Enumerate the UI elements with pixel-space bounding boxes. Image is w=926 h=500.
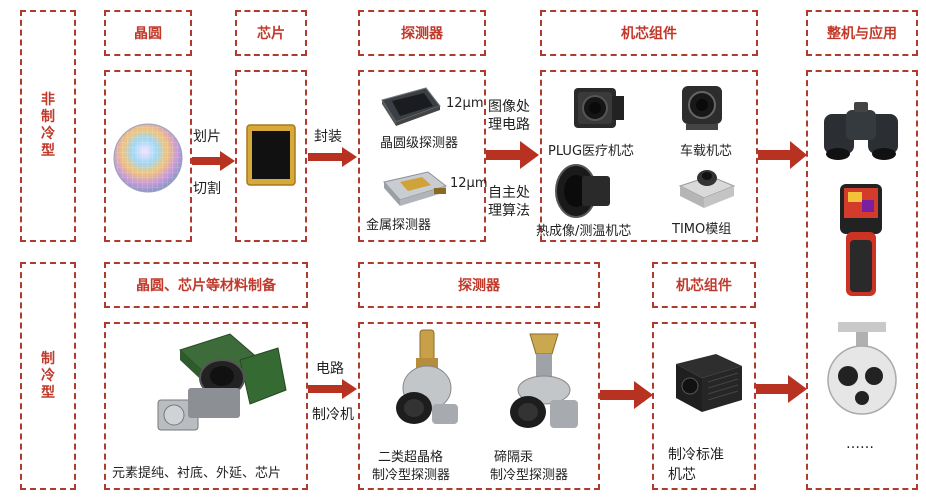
- arrow-core-to-machine-cooled: [756, 374, 808, 404]
- apps-more: ……: [846, 436, 874, 452]
- dicing-label-bottom: 切割: [193, 181, 221, 197]
- row-label-cooled: 制冷型: [20, 262, 76, 490]
- image-proc-label-2: 理电路: [488, 117, 530, 133]
- header-core-components: 机芯组件: [540, 10, 758, 56]
- cooled-core-line1: 制冷标准: [668, 447, 724, 463]
- arrow-detector-to-core: [486, 140, 540, 170]
- core-components-box: [540, 70, 758, 242]
- thermal-core-icon: [552, 162, 616, 220]
- timo-module-icon: [676, 162, 738, 212]
- detector-wafer-level-icon: [378, 84, 444, 128]
- chip-box: [235, 70, 307, 242]
- mct-detector-icon: [506, 330, 582, 436]
- vehicle-core-icon: [676, 80, 732, 134]
- packaging-label: 封装: [314, 129, 342, 145]
- cooled-core-box: [652, 322, 756, 490]
- detector-name-2: 金属探测器: [366, 218, 432, 233]
- cooler-assembly-icon: [150, 330, 290, 442]
- wafer-icon: [112, 122, 184, 194]
- image-proc-label-1: 图像处: [488, 99, 530, 115]
- arrow-wafer-to-chip: [192, 150, 236, 172]
- header-wafer: 晶圆: [104, 10, 192, 56]
- cooled-materials-box: [104, 322, 308, 490]
- algo-label-1: 自主处: [488, 185, 530, 201]
- cooled-core-line2: 机芯: [668, 467, 696, 483]
- detector-name-1: 晶圆级探测器: [380, 136, 459, 151]
- core-plug-label: PLUG医疗机芯: [548, 144, 635, 159]
- chip-icon: [246, 124, 296, 186]
- detector-size-1: 12μm: [446, 96, 484, 111]
- arrow-materials-to-detector: [308, 378, 358, 400]
- det2-line1: 碲隔汞: [494, 450, 534, 465]
- core-thermal-label: 热成像/测温机芯: [536, 224, 632, 239]
- gimbal-icon: [818, 318, 906, 418]
- arrow-core-to-machine-uncooled: [758, 140, 808, 170]
- arrow-detector-to-core-cooled: [600, 380, 654, 410]
- detector-metal-icon: [378, 166, 450, 210]
- core-vehicle-label: 车载机芯: [680, 144, 733, 159]
- wafer-box: [104, 70, 192, 242]
- det2-line2: 制冷型探测器: [490, 468, 569, 483]
- dicing-label-top: 划片: [193, 129, 221, 145]
- header-cooled-detector: 探测器: [358, 262, 600, 308]
- circuit-label: 电路: [316, 361, 344, 377]
- cooled-core-icon: [670, 346, 746, 416]
- cooler-label: 制冷机: [312, 407, 354, 423]
- core-timo-label: TIMO模组: [672, 222, 732, 237]
- arrow-chip-to-detector: [308, 146, 358, 168]
- detector-box: [358, 70, 486, 242]
- t2sl-detector-icon: [392, 326, 462, 436]
- header-chip: 芯片: [235, 10, 307, 56]
- materials-caption: 元素提纯、衬底、外延、芯片: [112, 466, 282, 481]
- header-complete-machine: 整机与应用: [806, 10, 918, 56]
- det1-line1: 二类超晶格: [378, 450, 444, 465]
- plug-core-icon: [568, 78, 628, 136]
- thermal-gun-icon: [826, 180, 896, 304]
- algo-label-2: 理算法: [488, 203, 530, 219]
- cooled-detector-box: [358, 322, 600, 490]
- row-label-uncooled: 非制冷型: [20, 10, 76, 242]
- header-cooled-core: 机芯组件: [652, 262, 756, 308]
- binocular-icon: [818, 96, 908, 166]
- header-detector: 探测器: [358, 10, 486, 56]
- complete-machine-box: [806, 70, 918, 490]
- detector-size-2: 12μm: [450, 176, 488, 191]
- header-cooled-materials: 晶圆、芯片等材料制备: [104, 262, 308, 308]
- det1-line2: 制冷型探测器: [372, 468, 451, 483]
